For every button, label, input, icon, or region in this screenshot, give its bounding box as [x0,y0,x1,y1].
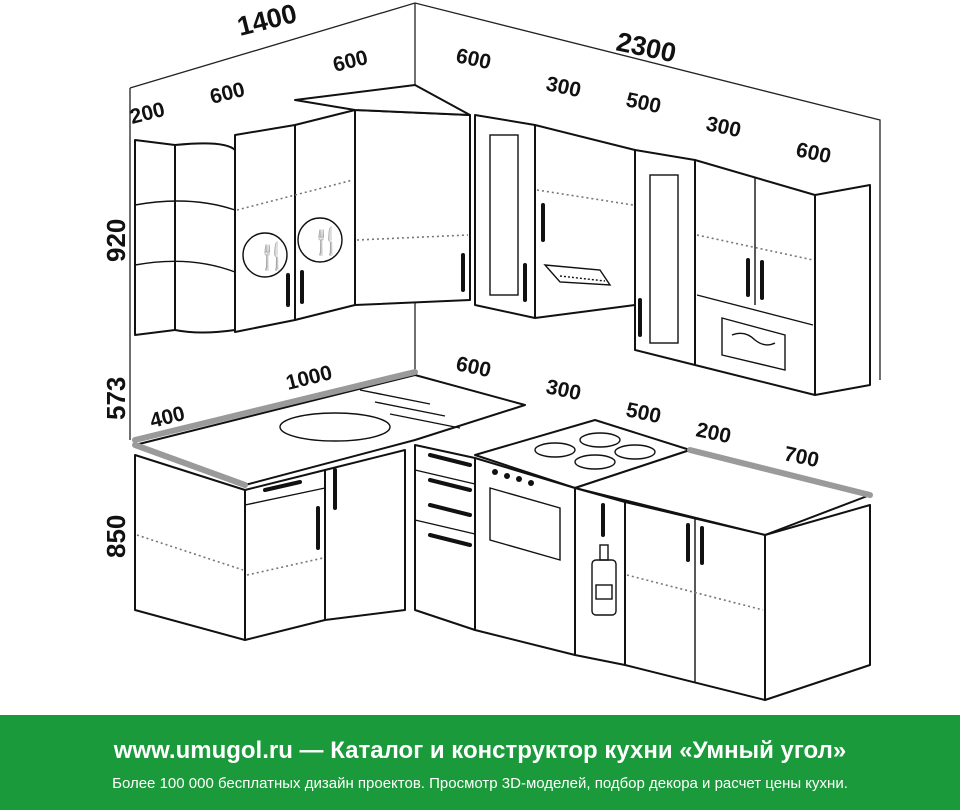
oven [474,457,576,656]
kitchen-diagram: 🍴 🍴 [101,0,881,701]
dim-upper-left-200: 200 [128,98,168,129]
cutlery-icon: 🍴 [256,241,288,272]
dim-upper-right-500: 500 [624,88,663,118]
upper-corner-cabinet [294,84,471,306]
dim-upper-right-300b: 300 [704,112,743,142]
dim-upper-right-600: 600 [454,44,493,74]
upper-glass-cabinet-300b [634,149,696,366]
dim-height-lower: 850 [101,515,131,558]
footer-subline: Более 100 000 бесплатных дизайн проектов… [112,775,848,792]
dim-upper-left-600: 600 [208,78,248,109]
lower-drawer-unit-300 [414,444,476,631]
dim-lower-right-200: 200 [694,418,733,448]
dim-lower-right-500: 500 [624,398,663,428]
lower-bottle-cabinet-200 [574,487,626,666]
upper-glass-cabinet-300 [474,114,536,319]
dim-lower-right-700: 700 [782,442,821,472]
upper-cabinet-left-600: 🍴 🍴 [234,109,356,333]
dim-upper-corner-600: 600 [331,46,371,77]
upper-cabinet-hood-500 [534,124,636,319]
dim-upper-right-600b: 600 [794,138,833,168]
dim-height-gap: 573 [101,377,131,420]
dim-top-left-total: 1400 [234,0,300,42]
footer-headline[interactable]: www.umugol.ru — Каталог и конструктор ку… [113,737,847,764]
dim-height-upper: 920 [101,219,131,262]
lower-cabinet-400 [324,449,406,621]
footer-banner: www.umugol.ru — Каталог и конструктор ку… [0,715,960,810]
dim-top-right-total: 2300 [614,27,679,69]
lower-cabinet-700 [624,501,871,701]
dim-upper-right-300: 300 [544,72,583,102]
dim-lower-right-300: 300 [544,375,583,405]
dim-lower-left-1000: 1000 [284,361,335,395]
cutlery-icon: 🍴 [310,226,342,257]
kitchen-drawing: 🍴 🍴 [101,0,881,701]
lower-corner-cabinet [134,454,326,641]
upper-corner-shelf [134,139,236,336]
dim-lower-right-600: 600 [454,352,493,382]
countertop-left [132,369,526,488]
upper-cabinet-microwave-600 [694,159,871,396]
